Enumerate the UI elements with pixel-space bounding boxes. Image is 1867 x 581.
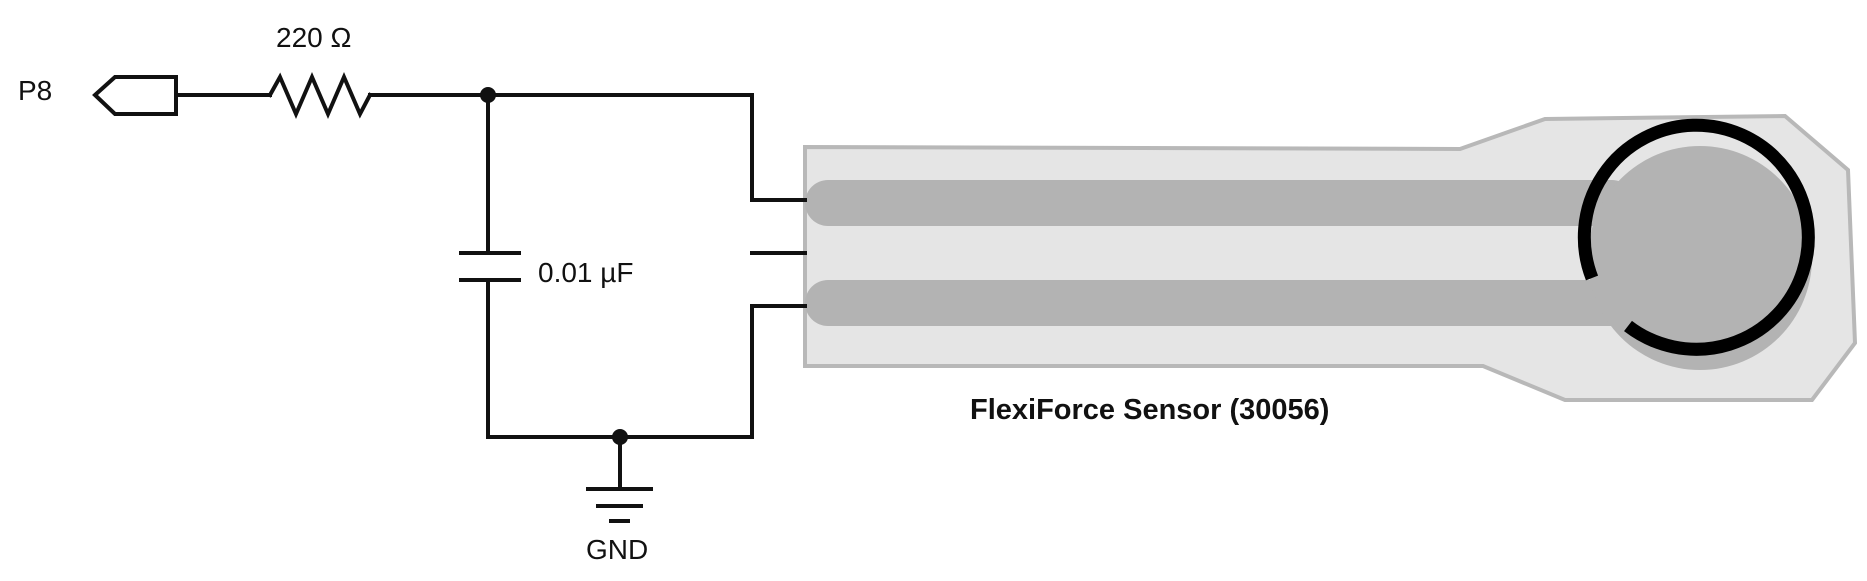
sensor-trace-top [805, 180, 1635, 226]
resistor-label: 220 Ω [276, 22, 351, 53]
wire-bottom-rail [486, 304, 807, 439]
capacitor: 0.01 µF [459, 251, 634, 288]
resistor: 220 Ω [267, 22, 373, 120]
sensor-label: FlexiForce Sensor (30056) [970, 394, 1329, 426]
pin-label: P8 [18, 75, 52, 106]
sensing-area [1588, 146, 1812, 370]
flexiforce-sensor: FlexiForce Sensor (30056) [803, 113, 1858, 426]
resistor-zigzag [267, 71, 373, 120]
wire-top-rail [368, 93, 807, 202]
ground: GND [586, 435, 653, 565]
capacitor-label: 0.01 µF [538, 257, 634, 288]
pin-connector-icon [92, 75, 178, 116]
pin-p8: P8 [18, 75, 178, 116]
sensor-trace-bottom [805, 280, 1635, 326]
ground-label: GND [586, 534, 648, 565]
sensing-area-ring [1577, 118, 1815, 356]
